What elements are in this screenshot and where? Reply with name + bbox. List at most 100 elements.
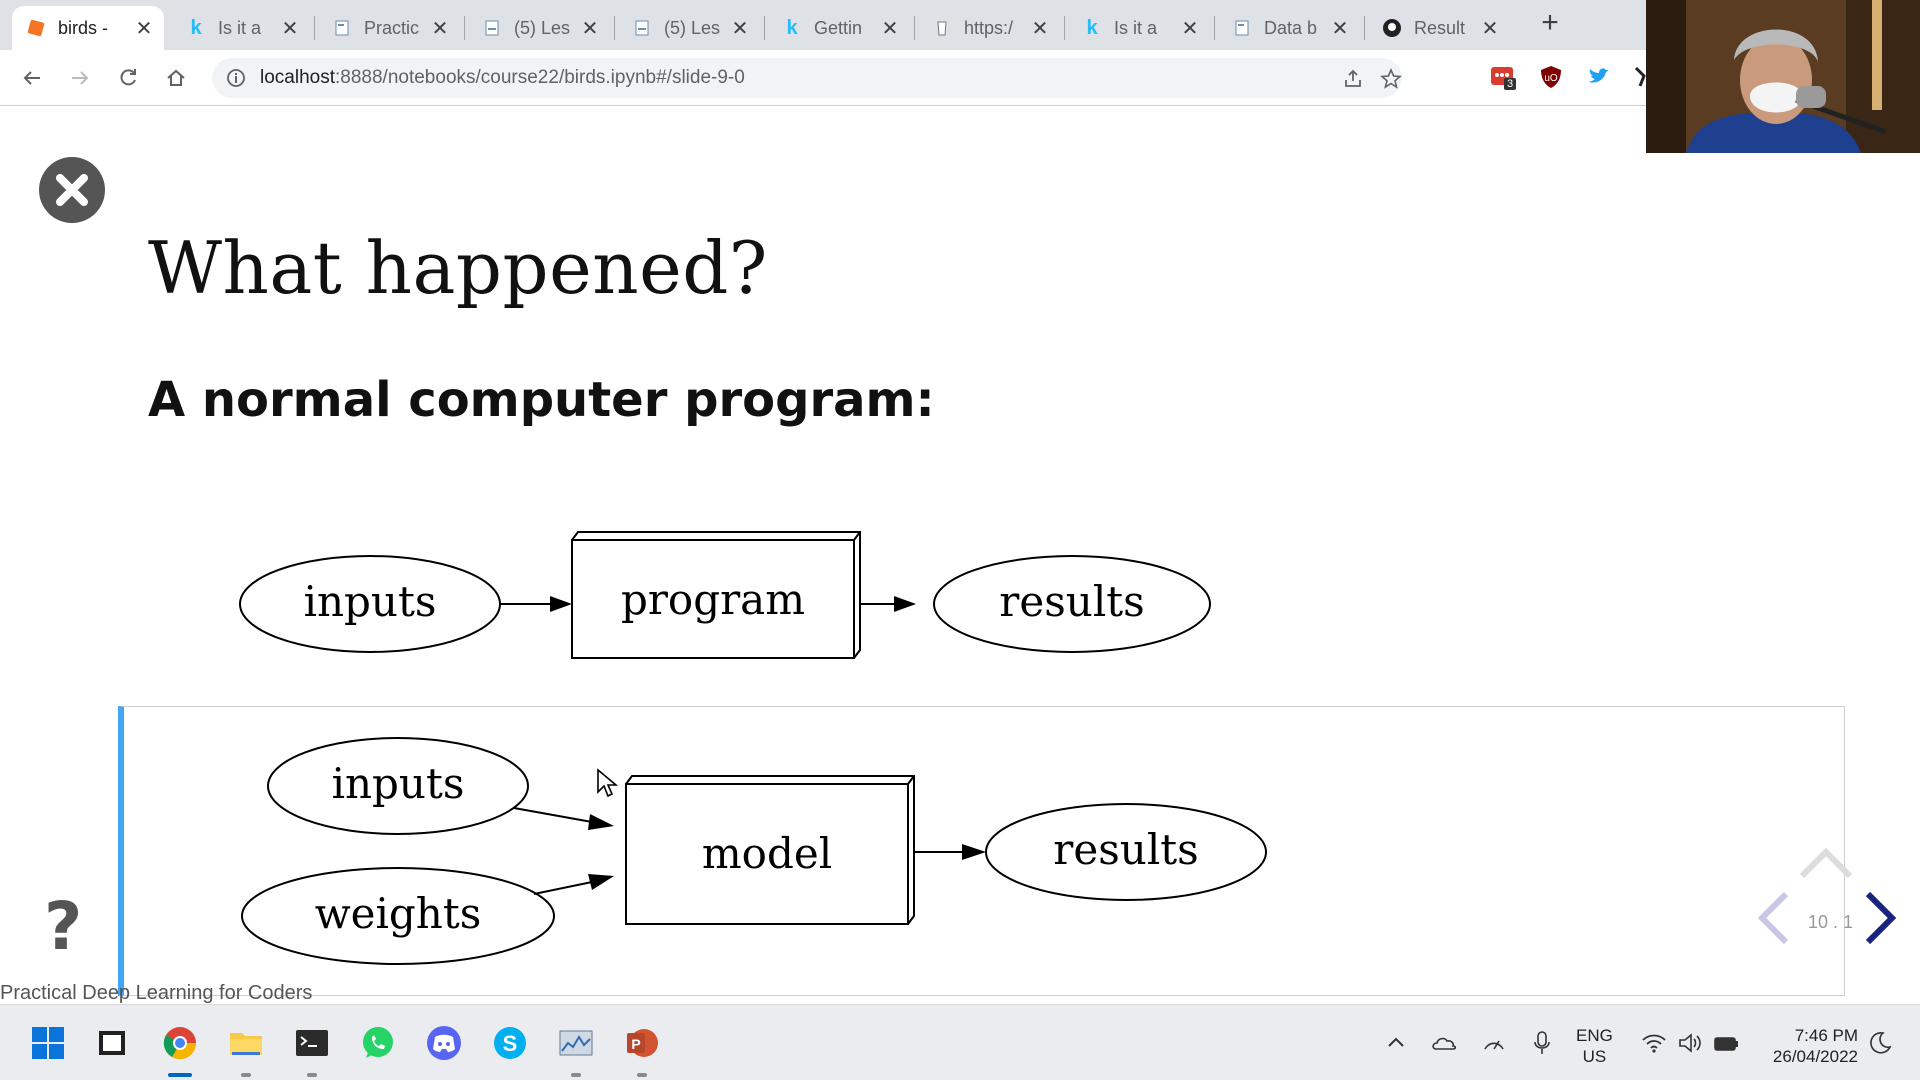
tab-title: (5) Les [514, 17, 571, 38]
svg-text:P: P [631, 1036, 640, 1052]
weights-label: weights [315, 889, 482, 938]
nav-right-icon[interactable] [1864, 890, 1898, 946]
close-tab-icon[interactable]: ✕ [281, 17, 299, 40]
close-tab-icon[interactable]: ✕ [731, 17, 749, 40]
results-label: results [999, 577, 1144, 626]
home-icon [167, 69, 185, 86]
chrome-icon[interactable] [162, 1025, 198, 1061]
tab-title: Is it a [218, 17, 262, 38]
wifi-icon[interactable] [1640, 1029, 1668, 1057]
clock-date: 26/04/2022 [1772, 1047, 1858, 1066]
close-tab-icon[interactable]: ✕ [135, 17, 153, 40]
url-path: :8888/notebooks/course22/birds.ipynb#/sl… [335, 67, 745, 88]
extension-todo[interactable]: 3 [1490, 64, 1517, 90]
presentation-footer: Practical Deep Learning for Coders [0, 982, 313, 1004]
results-node [985, 803, 1267, 901]
reload-button[interactable] [110, 60, 146, 96]
tab-data[interactable]: Data b ✕ [1218, 6, 1360, 50]
arrowhead [894, 596, 916, 612]
whatsapp-icon[interactable] [360, 1025, 396, 1061]
tab-separator [1364, 16, 1365, 40]
tab-separator [464, 16, 465, 40]
folder-icon[interactable] [228, 1025, 264, 1061]
address-bar[interactable]: localhost:8888/notebooks/course22/birds.… [212, 58, 1402, 98]
tab-separator [1214, 16, 1215, 40]
tab-title: (5) Les [664, 17, 721, 38]
tab-is-it-a-1[interactable]: k Is it a ✕ [172, 6, 310, 50]
tab-separator [314, 16, 315, 40]
help-button[interactable]: ? [44, 894, 96, 960]
terminal-icon[interactable] [294, 1025, 330, 1061]
moon-icon[interactable] [1866, 1029, 1894, 1057]
tab-lesson-1[interactable]: (5) Les ✕ [468, 6, 610, 50]
file-manager-icon[interactable] [94, 1025, 130, 1061]
close-tab-icon[interactable]: ✕ [1481, 17, 1499, 40]
tab-practical[interactable]: Practic ✕ [318, 6, 460, 50]
page-icon [932, 18, 952, 38]
model-label: model [702, 829, 832, 878]
model-diagram: inputs weights model results [241, 737, 1267, 965]
chevron-up-icon[interactable] [1382, 1029, 1410, 1057]
speaker-icon[interactable] [1676, 1029, 1704, 1057]
tab-title: birds - [58, 17, 109, 38]
model-cell [118, 706, 1845, 996]
tab-separator [914, 16, 915, 40]
share-icon[interactable] [1342, 68, 1364, 90]
windows-start-icon[interactable] [30, 1025, 66, 1061]
arrow-left-icon [23, 71, 40, 85]
forward-button[interactable] [62, 60, 98, 96]
clock-time: 7:46 PM [1794, 1026, 1858, 1045]
home-button[interactable] [158, 60, 194, 96]
close-tab-icon[interactable]: ✕ [1031, 17, 1049, 40]
star-icon[interactable] [1380, 68, 1402, 90]
edge-weights-model [533, 881, 593, 895]
input-language[interactable]: ENG US [1576, 1025, 1613, 1067]
running-indicator [241, 1073, 251, 1077]
tab-separator [614, 16, 615, 40]
tab-separator [764, 16, 765, 40]
tab-separator [1064, 16, 1065, 40]
discord-icon[interactable] [426, 1025, 462, 1061]
close-tab-icon[interactable]: ✕ [1181, 17, 1199, 40]
presenter-video-image [1646, 0, 1920, 153]
onedrive-cloud-icon[interactable] [1430, 1029, 1458, 1057]
svg-text:S: S [503, 1031, 518, 1056]
nav-up-icon[interactable] [1798, 846, 1854, 880]
skype-icon[interactable]: S [492, 1025, 528, 1061]
powerpoint-icon[interactable]: P [624, 1025, 660, 1061]
new-tab-button[interactable]: + [1541, 6, 1559, 39]
tab-https[interactable]: https:/ ✕ [918, 6, 1060, 50]
region-code: US [1582, 1047, 1607, 1066]
nav-left-icon[interactable] [1756, 890, 1790, 946]
extension-pin[interactable] [1630, 64, 1656, 90]
tab-title: https:/ [964, 17, 1014, 38]
extension-twitter[interactable] [1586, 64, 1612, 90]
close-tab-icon[interactable]: ✕ [431, 17, 449, 40]
tab-title: Data b [1264, 17, 1318, 38]
slide-title: What happened? [148, 226, 768, 310]
network-gauge-icon[interactable] [1480, 1029, 1508, 1057]
tab-is-it-a-2[interactable]: k Is it a ✕ [1068, 6, 1210, 50]
arrowhead [588, 874, 614, 890]
resource-monitor-icon[interactable] [558, 1025, 594, 1061]
close-slideshow-icon[interactable] [38, 156, 106, 224]
tab-lesson-2[interactable]: (5) Les ✕ [618, 6, 760, 50]
back-button[interactable] [14, 60, 50, 96]
close-tab-icon[interactable]: ✕ [881, 17, 899, 40]
microphone-icon[interactable] [1528, 1029, 1556, 1057]
tab-result[interactable]: Result ✕ [1368, 6, 1510, 50]
tab-getting[interactable]: k Gettin ✕ [768, 6, 910, 50]
extension-ublock[interactable]: uO [1538, 64, 1564, 90]
arrow-right-icon [72, 71, 89, 85]
info-icon[interactable] [226, 68, 246, 88]
system-clock[interactable]: 7:46 PM 26/04/2022 [1752, 1025, 1858, 1067]
github-icon [1382, 18, 1402, 38]
model-node [625, 783, 909, 925]
inputs-label: inputs [304, 577, 437, 626]
close-tab-icon[interactable]: ✕ [1331, 17, 1349, 40]
running-indicator [637, 1073, 647, 1077]
inputs-node [267, 737, 529, 835]
tab-birds[interactable]: birds - ✕ [12, 6, 164, 50]
close-tab-icon[interactable]: ✕ [581, 17, 599, 40]
battery-icon[interactable] [1712, 1029, 1740, 1057]
